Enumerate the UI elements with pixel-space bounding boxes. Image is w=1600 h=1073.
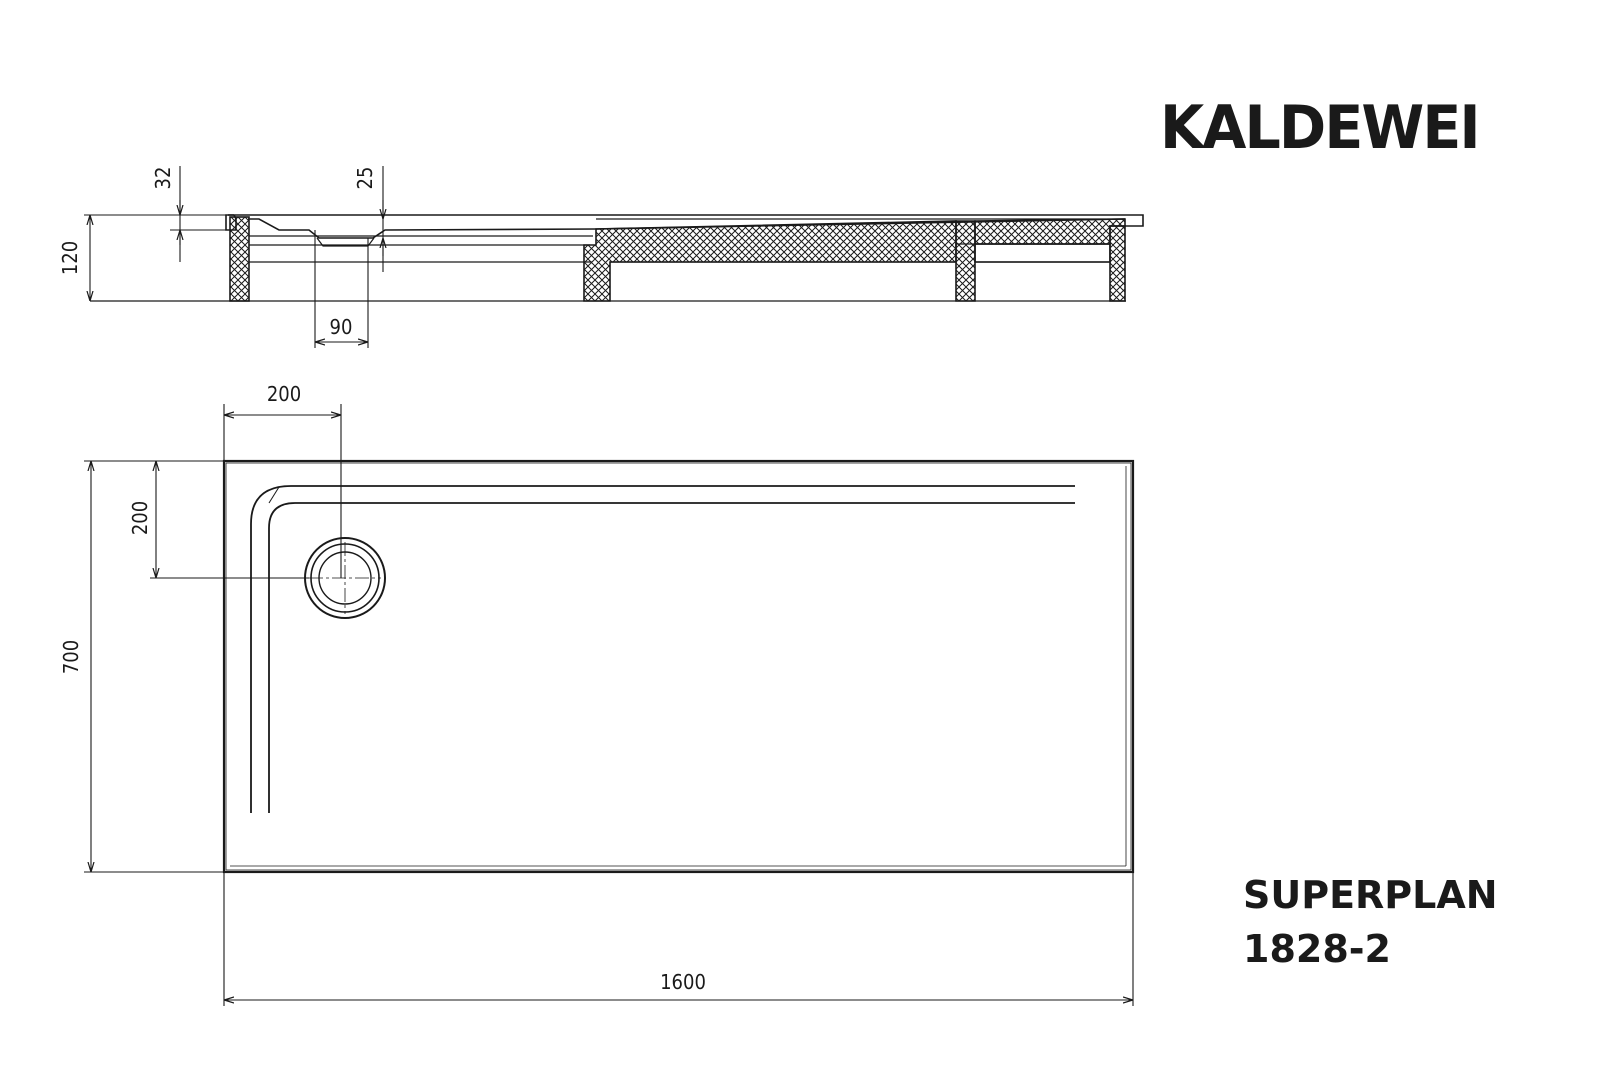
section-hatched-supports xyxy=(229,216,1126,302)
channel-corner xyxy=(268,486,280,504)
brand-logo: KALDEWEI xyxy=(1160,93,1481,163)
section-slope-surface xyxy=(248,218,1126,239)
plan-view xyxy=(222,459,1135,874)
dim-label-700: 700 xyxy=(59,640,83,674)
dim-label-90: 90 xyxy=(330,315,353,339)
channel-outer xyxy=(250,485,1075,813)
dim-label-120: 120 xyxy=(58,241,82,275)
dim-label-drain-y: 200 xyxy=(128,501,152,535)
plan-dimensions xyxy=(84,404,1134,1006)
tray-inner-edge xyxy=(225,462,1132,871)
dim-label-drain-x: 200 xyxy=(267,382,301,406)
dim-label-1600: 1600 xyxy=(660,970,706,994)
channel-inner xyxy=(268,502,1075,813)
support-far-right xyxy=(1109,225,1126,302)
dimension-labels: 120 32 25 90 200 200 700 1600 xyxy=(58,167,706,994)
dim-label-25: 25 xyxy=(353,167,377,190)
product-name: SUPERPLAN xyxy=(1243,873,1498,917)
support-right-mid xyxy=(974,243,1111,263)
dim-label-32: 32 xyxy=(151,167,175,190)
section-dimensions xyxy=(84,166,383,348)
support-right-top xyxy=(974,218,1126,245)
support-right-post xyxy=(955,220,976,302)
section-drain-bowl xyxy=(316,237,375,247)
support-left xyxy=(229,216,250,302)
section-top-surface xyxy=(228,214,1144,227)
product-code: 1828-2 xyxy=(1243,927,1391,971)
tray-outline xyxy=(222,459,1135,874)
support-center xyxy=(583,220,957,302)
